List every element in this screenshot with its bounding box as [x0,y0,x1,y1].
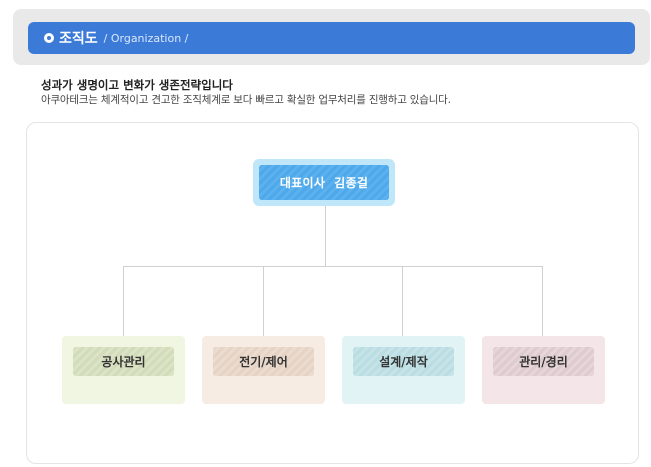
dept-node-construction: 공사관리 [62,336,185,404]
intro-description: 아쿠아테크는 체계적이고 견고한 조직체계로 보다 빠르고 확실한 업무처리를 … [41,94,451,106]
dept-node-design-manufacture: 설계/제작 [342,336,465,404]
dept-label: 공사관리 [73,347,174,376]
bullet-icon [44,33,54,43]
dept-label: 관리/경리 [493,347,594,376]
connector-line-dept-4 [542,266,543,336]
intro-title: 성과가 생명이고 변화가 생존전략입니다 [41,78,233,92]
connector-line-dept-2 [263,266,264,336]
dept-node-electric-control: 전기/제어 [202,336,325,404]
page-subtitle: / Organization / [103,31,189,45]
ceo-node: 대표이사 김종걸 [253,159,395,206]
connector-line-dept-1 [123,266,124,336]
section-title-bar: 조직도 / Organization / [28,22,635,54]
dept-node-admin-accounting: 관리/경리 [482,336,605,404]
page-title: 조직도 [59,31,98,47]
connector-line-vertical-main [325,206,326,266]
connector-line-horizontal [123,266,542,267]
section-header: 조직도 / Organization / [13,9,650,65]
ceo-label: 대표이사 김종걸 [259,165,389,200]
dept-label: 전기/제어 [213,347,314,376]
connector-line-dept-3 [402,266,403,336]
dept-label: 설계/제작 [353,347,454,376]
intro-text: 성과가 생명이고 변화가 생존전략입니다 아쿠아테크는 체계적이고 견고한 조직… [41,77,451,108]
